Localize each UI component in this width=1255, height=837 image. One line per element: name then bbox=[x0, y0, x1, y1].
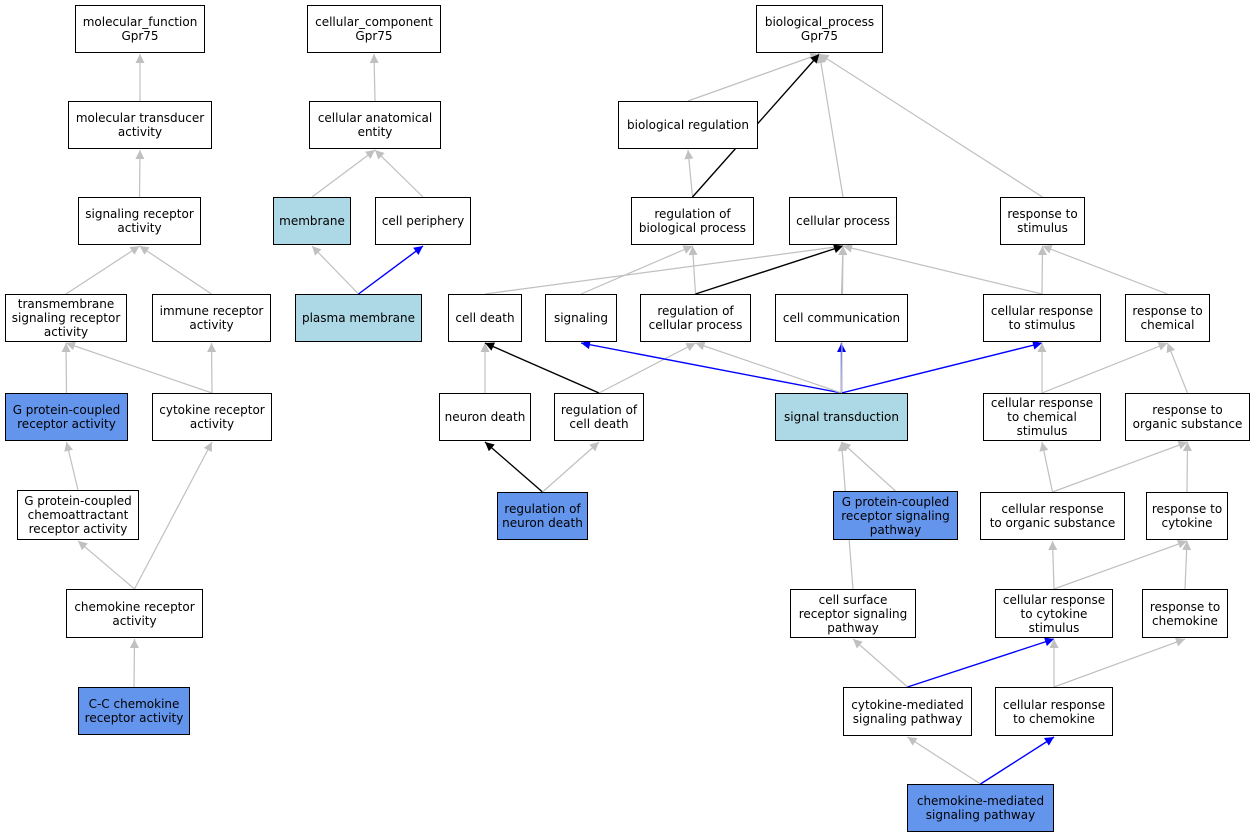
go-term-node-crtos[interactable]: cellular response to organic substance bbox=[980, 492, 1125, 540]
edge-crs-to-cp bbox=[842, 243, 1043, 295]
edge-rtc-to-rts bbox=[1042, 245, 1168, 295]
edge-rnd-to-nd bbox=[484, 441, 543, 493]
edge-crcs-to-rtc bbox=[1041, 342, 1168, 394]
go-term-node-rbp[interactable]: regulation of biological process bbox=[631, 197, 754, 245]
edge-rtcy-to-rtos bbox=[1182, 441, 1192, 493]
go-term-node-pm[interactable]: plasma membrane bbox=[295, 294, 422, 342]
go-term-node-sig[interactable]: signaling bbox=[545, 294, 617, 342]
go-term-node-crs[interactable]: cellular response to stimulus bbox=[983, 294, 1101, 342]
edge-chra-to-gpccra bbox=[77, 540, 135, 590]
edge-chmsp-to-cmsp bbox=[907, 736, 981, 785]
edge-cra-to-tsra bbox=[65, 341, 213, 394]
edge-ccra-to-chra bbox=[129, 638, 139, 688]
edge-st-to-rcp bbox=[695, 341, 842, 394]
go-term-node-crcys[interactable]: cellular response to cytokine stimulus bbox=[995, 589, 1113, 638]
go-term-node-rcd[interactable]: regulation of cell death bbox=[554, 393, 644, 441]
edge-rnd-to-rcd bbox=[542, 441, 600, 493]
go-term-node-tsra[interactable]: transmembrane signaling receptor activit… bbox=[5, 294, 127, 342]
edge-cd-to-cp bbox=[484, 242, 844, 295]
edge-crcys-to-crtos bbox=[1048, 540, 1058, 590]
edge-crtch-to-rtch bbox=[1053, 637, 1186, 688]
edge-sig-to-rbp bbox=[580, 245, 693, 295]
go-term-node-cra[interactable]: cytokine receptor activity bbox=[152, 393, 272, 441]
go-term-node-rts[interactable]: response to stimulus bbox=[1000, 197, 1085, 245]
go-term-node-breg[interactable]: biological regulation bbox=[618, 101, 758, 149]
go-term-node-gpccra[interactable]: G protein-coupled chemoattractant recept… bbox=[17, 490, 139, 540]
edge-rtos-to-rtc bbox=[1166, 342, 1189, 394]
go-term-node-rcp[interactable]: regulation of cellular process bbox=[640, 294, 751, 342]
edge-rtch-to-rtcy bbox=[1182, 540, 1192, 590]
go-term-node-csrsp[interactable]: cell surface receptor signaling pathway bbox=[790, 589, 916, 638]
go-term-node-ccra[interactable]: C-C chemokine receptor activity bbox=[78, 687, 190, 735]
edge-chmsp-to-crtch bbox=[980, 736, 1055, 785]
go-term-node-crtch[interactable]: cellular response to chemokine bbox=[995, 687, 1113, 736]
edge-ira-to-sra bbox=[139, 245, 212, 295]
edge-cra-to-ira bbox=[207, 342, 217, 394]
edge-gpccra-to-gpcra bbox=[64, 441, 79, 491]
go-term-node-gpcra[interactable]: G protein-coupled receptor activity bbox=[5, 393, 128, 441]
go-term-node-rnd[interactable]: regulation of neuron death bbox=[497, 492, 588, 540]
go-term-node-cmsp[interactable]: cytokine-mediated signaling pathway bbox=[843, 687, 972, 736]
edge-breg-to-bp bbox=[687, 52, 820, 102]
edge-rcd-to-cd bbox=[484, 342, 600, 394]
go-term-node-sra[interactable]: signaling receptor activity bbox=[78, 197, 201, 245]
edge-cmsp-to-crcys bbox=[907, 637, 1055, 688]
edge-pm-to-cper bbox=[358, 245, 424, 295]
edge-mem-to-cae bbox=[311, 149, 376, 198]
edge-chra-to-cra bbox=[133, 441, 213, 590]
go-term-node-mf[interactable]: molecular_function Gpr75 bbox=[75, 5, 205, 53]
edge-cper-to-cae bbox=[374, 149, 424, 198]
edge-rcd-to-rcp bbox=[598, 342, 696, 394]
go-term-node-rtch[interactable]: response to chemokine bbox=[1142, 589, 1228, 638]
go-term-node-cp[interactable]: cellular process bbox=[789, 197, 897, 245]
go-term-node-cd[interactable]: cell death bbox=[448, 294, 522, 342]
edge-gpcrsp-to-st bbox=[841, 441, 896, 492]
go-term-node-mta[interactable]: molecular transducer activity bbox=[68, 101, 212, 149]
edge-cae-to-cc bbox=[369, 53, 379, 102]
go-term-node-cae[interactable]: cellular anatomical entity bbox=[309, 101, 441, 149]
edge-crcys-to-rtcy bbox=[1053, 539, 1188, 590]
edge-pm-to-mem bbox=[311, 245, 359, 295]
go-term-node-gpcrsp[interactable]: G protein-coupled receptor signaling pat… bbox=[833, 491, 958, 540]
go-term-node-ccom[interactable]: cell communication bbox=[775, 294, 908, 342]
go-term-node-rtos[interactable]: response to organic substance bbox=[1125, 393, 1250, 441]
go-term-node-rtcy[interactable]: response to cytokine bbox=[1146, 492, 1228, 540]
go-term-node-cc[interactable]: cellular_component Gpr75 bbox=[307, 5, 441, 53]
edge-crs-to-rts bbox=[1037, 245, 1047, 295]
edge-cmsp-to-csrsp bbox=[852, 638, 908, 688]
edge-sra-to-mta bbox=[135, 149, 145, 198]
go-term-node-nd[interactable]: neuron death bbox=[439, 393, 531, 441]
go-term-node-st[interactable]: signal transduction bbox=[775, 393, 908, 441]
edge-st-to-crs bbox=[841, 340, 1043, 394]
edge-rts-to-bp bbox=[819, 53, 1043, 198]
edge-crtos-to-crcs bbox=[1039, 441, 1054, 493]
go-term-node-chra[interactable]: chemokine receptor activity bbox=[66, 589, 203, 638]
edge-gpcra-to-tsra bbox=[61, 342, 71, 394]
go-term-node-cper[interactable]: cell periphery bbox=[375, 197, 471, 245]
go-term-node-mem[interactable]: membrane bbox=[273, 197, 351, 245]
go-term-node-chmsp[interactable]: chemokine-mediated signaling pathway bbox=[907, 784, 1054, 832]
go-term-node-ira[interactable]: immune receptor activity bbox=[152, 294, 271, 342]
go-term-node-crcs[interactable]: cellular response to chemical stimulus bbox=[983, 393, 1101, 441]
edge-cp-to-bp bbox=[816, 53, 844, 198]
edge-rcp-to-rbp bbox=[688, 245, 698, 295]
edge-rbp-to-breg bbox=[684, 149, 694, 198]
go-term-node-rtc[interactable]: response to chemical bbox=[1125, 294, 1210, 342]
edge-st-to-sig bbox=[580, 340, 842, 394]
edge-tsra-to-sra bbox=[65, 245, 140, 295]
edge-crtos-to-rtos bbox=[1052, 440, 1188, 493]
go-term-node-bp[interactable]: biological_process Gpr75 bbox=[756, 5, 883, 53]
edge-rcp-to-cp bbox=[695, 244, 844, 295]
